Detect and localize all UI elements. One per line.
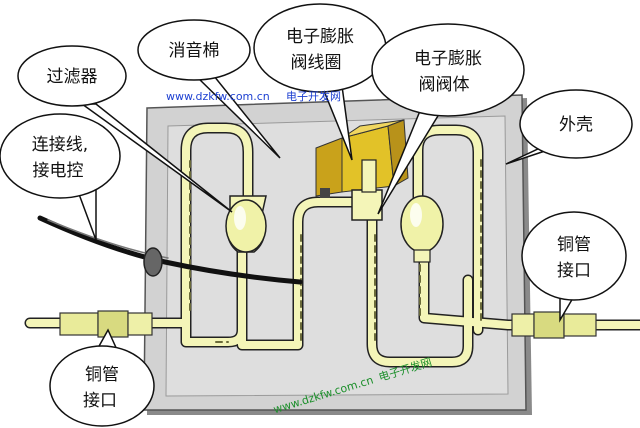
label-copper-right-line1: 铜管 [557, 235, 591, 255]
label-copper-left-line1: 铜管 [85, 365, 119, 385]
label-filter: 过滤器 [47, 67, 98, 87]
label-valve-line2: 阀阀体 [419, 75, 470, 95]
label-muffler: 消音棉 [169, 41, 220, 61]
watermark-top-name: 电子开发网 [286, 89, 341, 103]
callout-valve-body: 电子膨胀 阀阀体 [371, 23, 525, 215]
callout-coil: 电子膨胀 阀线圈 [253, 3, 387, 161]
control-cable [37, 215, 303, 285]
watermark-top: www.dzkfw.com.cn 电子开发网 [166, 89, 341, 103]
callout-filter: 过滤器 [17, 45, 233, 213]
label-cable-line1: 连接线, [32, 135, 88, 155]
callout-copper-right: 铜管 接口 [521, 211, 627, 323]
label-copper-right-line2: 接口 [557, 261, 591, 281]
callout-muffler: 消音棉 [137, 19, 281, 159]
label-valve-line1: 电子膨胀 [414, 49, 482, 69]
label-shell: 外壳 [559, 115, 593, 135]
left-copper-fitting [59, 310, 153, 338]
callout-copper-left: 铜管 接口 [49, 328, 155, 427]
label-cable-line2: 接电控 [33, 161, 84, 181]
label-coil-line2: 阀线圈 [291, 53, 342, 73]
callout-shell: 外壳 [505, 89, 633, 165]
label-coil-line1: 电子膨胀 [286, 27, 354, 47]
right-copper-fitting [511, 311, 597, 339]
left-filter [225, 195, 267, 253]
callout-cable: 连接线, 接电控 [0, 113, 121, 241]
watermark-top-url: www.dzkfw.com.cn [166, 90, 270, 103]
label-copper-left-line2: 接口 [83, 391, 117, 411]
right-filter [400, 195, 444, 263]
